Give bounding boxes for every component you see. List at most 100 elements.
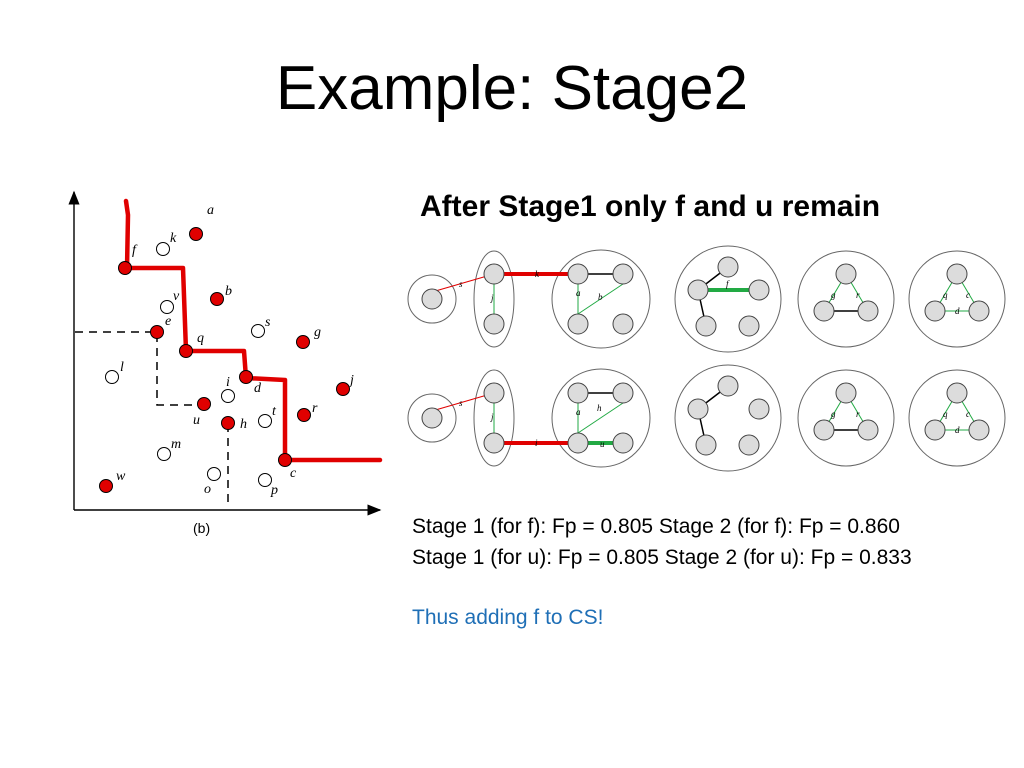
label-s-2: s — [459, 398, 463, 408]
point-v — [160, 300, 174, 314]
point-label-m: m — [171, 437, 181, 452]
edge-b-1 — [577, 283, 624, 315]
node-qc-left-2 — [924, 419, 946, 441]
node-f3-2 — [748, 398, 770, 420]
point-h — [221, 416, 235, 430]
label-j-2: j — [490, 412, 494, 422]
group-qc-2 — [908, 369, 1006, 467]
plot-caption: (b) — [193, 520, 211, 536]
dashed-guides — [75, 331, 229, 506]
node-qc-right-2 — [968, 419, 990, 441]
point-d — [239, 370, 253, 384]
point-label-a: a — [207, 203, 214, 218]
group-gr-2 — [797, 369, 895, 467]
point-f — [118, 261, 132, 275]
label-r-1: r — [856, 290, 860, 300]
point-label-o: o — [204, 482, 211, 497]
label-q-2: q — [943, 409, 948, 419]
point-m — [157, 447, 171, 461]
point-e — [150, 325, 164, 339]
node-qc-left-1 — [924, 300, 946, 322]
label-r-2: r — [856, 409, 860, 419]
conclusion-text: Thus adding f to CS! — [412, 606, 604, 629]
node-f2-1 — [687, 279, 709, 301]
label-f-2: u — [600, 439, 605, 449]
point-g — [296, 335, 310, 349]
node-f4-2 — [695, 434, 717, 456]
label-edge-2: i — [535, 438, 538, 448]
label-s-1: s — [459, 279, 463, 289]
point-j — [336, 382, 350, 396]
point-label-d: d — [254, 381, 262, 396]
point-p — [258, 473, 272, 487]
point-i — [221, 389, 235, 403]
node-gr-left-2 — [813, 419, 835, 441]
point-label-q: q — [197, 331, 204, 346]
label-d-1: d — [955, 306, 960, 316]
group-qc-1 — [908, 250, 1006, 348]
point-c — [278, 453, 292, 467]
node-gr-left-1 — [813, 300, 835, 322]
node-f5-1 — [738, 315, 760, 337]
label-j-1: j — [490, 293, 494, 303]
point-label-v: v — [173, 289, 180, 304]
node-ab3-2 — [567, 432, 589, 454]
label-b-1: b — [598, 292, 603, 302]
label-g-1: g — [831, 290, 836, 300]
label-b-2: h — [597, 403, 602, 413]
point-label-w: w — [116, 469, 126, 484]
point-label-i: i — [226, 375, 230, 390]
node-ab2-2 — [612, 382, 634, 404]
node-qc-top-2 — [946, 382, 968, 404]
label-c-2: c — [966, 409, 970, 419]
label-g-2: g — [831, 409, 836, 419]
point-label-h: h — [240, 417, 247, 432]
node-ab2-1 — [612, 263, 634, 285]
label-edge-1: k — [535, 269, 540, 279]
node-j-bottom-2 — [483, 432, 505, 454]
point-label-t: t — [272, 404, 277, 419]
node-f1-1 — [717, 256, 739, 278]
slide-title: Example: Stage2 — [275, 54, 749, 123]
node-ab4-1 — [612, 313, 634, 335]
group-gr-1 — [797, 250, 895, 348]
point-k — [156, 242, 170, 256]
point-label-f: f — [132, 243, 138, 258]
skyline-path — [123, 198, 383, 463]
point-label-g: g — [314, 325, 321, 340]
node-f4-1 — [695, 315, 717, 337]
node-gr-top-1 — [835, 263, 857, 285]
label-a-1: a — [576, 288, 581, 298]
node-ab4-2 — [612, 432, 634, 454]
point-label-j: j — [348, 373, 354, 388]
node-ab3-1 — [567, 313, 589, 335]
node-f5-2 — [738, 434, 760, 456]
point-a — [189, 227, 203, 241]
point-u — [197, 397, 211, 411]
label-q-1: q — [943, 290, 948, 300]
point-label-c: c — [290, 466, 297, 481]
node-ab1-2 — [567, 382, 589, 404]
stage-stats-f: Stage 1 (for f): Fp = 0.805 Stage 2 (for… — [412, 515, 900, 538]
node-gr-top-2 — [835, 382, 857, 404]
point-b — [210, 292, 224, 306]
node-gr-right-1 — [857, 300, 879, 322]
point-label-r: r — [312, 401, 318, 416]
point-r — [297, 408, 311, 422]
node-j-bottom-1 — [483, 313, 505, 335]
node-s-2 — [421, 407, 443, 429]
point-w — [99, 479, 113, 493]
point-label-e: e — [165, 314, 171, 329]
node-s-1 — [421, 288, 443, 310]
label-d-2: d — [955, 425, 960, 435]
point-o — [207, 467, 221, 481]
node-qc-top-1 — [946, 263, 968, 285]
point-label-b: b — [225, 284, 232, 299]
node-qc-right-1 — [968, 300, 990, 322]
label-c-1: c — [966, 290, 970, 300]
point-label-u: u — [193, 413, 200, 428]
label-f-1: f — [726, 279, 730, 289]
